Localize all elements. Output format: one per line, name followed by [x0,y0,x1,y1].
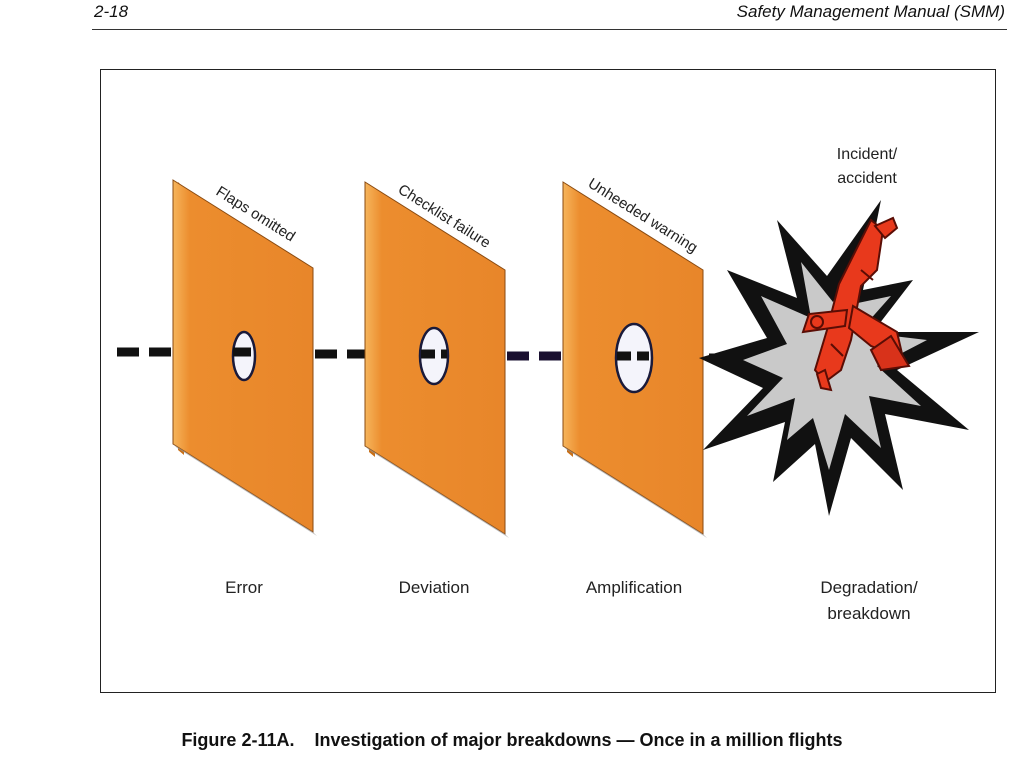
figure-caption: Figure 2-11A. Investigation of major bre… [181,730,843,750]
swiss-cheese-diagram: Flaps omitted Checklist failure Unheeded… [117,146,979,623]
outcome-top-label-line1: Incident/ [837,146,898,163]
manual-title: Safety Management Manual (SMM) [736,2,1005,21]
stage-label-deviation: Deviation [399,578,470,597]
page-header: 2-18 Safety Management Manual (SMM) [92,0,1007,30]
stage-label-amplification: Amplification [586,578,682,597]
trajectory-through-holes [233,347,649,361]
stage-label-error: Error [225,578,263,597]
page-number: 2-18 [94,2,129,21]
defence-layer-3 [562,181,707,538]
outcome-top-label-line2: accident [837,170,897,187]
outcome-bottom-label-line2: breakdown [827,604,910,623]
crashed-aircraft-icon [801,216,911,392]
outcome-bottom-label-line1: Degradation/ [820,578,918,597]
figure-frame: Flaps omitted Checklist failure Unheeded… [100,69,996,693]
layer-3-hole [614,322,654,394]
